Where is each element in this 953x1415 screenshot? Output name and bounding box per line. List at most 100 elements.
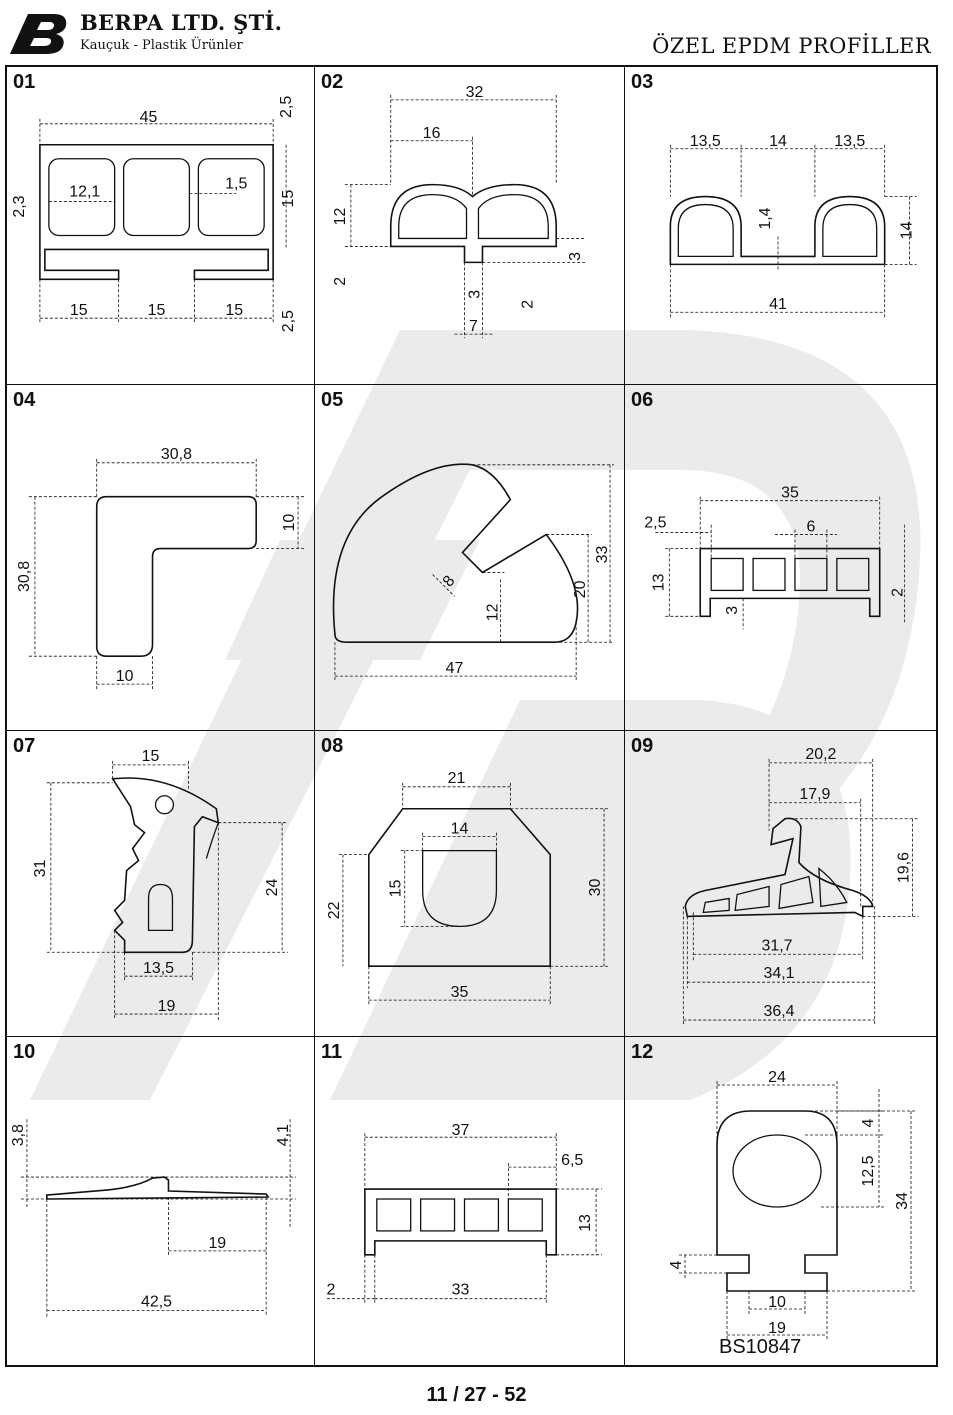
company-tagline: Kauçuk - Plastik Ürünler [80,38,243,53]
profile-number: 06 [631,389,654,411]
dim-label: 41 [769,296,787,313]
dim-label: 4,1 [275,1124,292,1146]
dim-label: 42,5 [141,1294,172,1311]
profile-cell-12: 12 24 4 12,5 34 4 10 19 BS10847 [625,1037,938,1365]
dim-label: 19,6 [896,852,913,883]
dim-label: 6 [806,519,815,536]
profile-cell-09: 09 20,2 17,9 19,6 31,7 34,1 36,4 [625,731,938,1037]
dim-label: 3 [567,252,584,261]
profile-cell-02: 02 32 16 12 2 3 3 2 7 [315,67,625,385]
dim-label: 47 [446,660,464,677]
dim-label: 6,5 [561,1152,583,1169]
profile-cell-08: 08 21 14 15 22 30 35 [315,731,625,1037]
profile-number: 01 [13,71,36,93]
dim-label: 32 [466,84,484,101]
company-name: BERPA LTD. ŞTİ. [80,10,283,35]
dim-label: 15 [388,879,405,897]
dim-label: 35 [451,984,469,1001]
profile-number: 11 [321,1041,343,1063]
dim-label: 19 [158,998,176,1015]
dim-label: 24 [264,878,281,896]
dim-label: 15 [225,302,243,319]
dim-label: 8 [440,573,459,591]
profile-drawing-11: 37 6,5 13 2 33 [327,1122,603,1305]
dim-label: 21 [448,770,466,787]
dim-label: 19 [208,1235,226,1252]
profile-number: 05 [321,389,344,411]
dim-label: 30 [587,878,604,896]
dim-label: 12 [332,208,349,226]
profile-drawing-08: 21 14 15 22 30 35 [326,770,611,1007]
dim-label: 2,5 [278,96,295,118]
profile-cell-11: 12 11 37 6,5 13 2 33 [315,1037,625,1365]
dim-label: 24 [768,1069,786,1086]
dim-label: 2 [332,277,349,286]
profile-number: 04 [13,389,36,411]
profile-drawing-05: 33 20 12 8 47 [332,463,615,683]
dim-label: 34,1 [763,965,794,982]
dim-label: 3,8 [10,1124,27,1146]
profile-drawing-12: 24 4 12,5 34 4 10 19 [668,1069,917,1341]
profile-cell-05: 05 33 20 12 8 47 [315,385,625,731]
dim-label: 1,5 [225,176,247,193]
profile-cell-07: 07 15 31 24 13,5 19 [7,731,315,1037]
dim-label: 3 [466,290,483,299]
profile-drawing-03: 13,5 14 13,5 1,4 14 41 [669,133,917,319]
dim-label: 31,7 [761,937,792,954]
dim-label: 13 [650,573,667,591]
profile-cell-10: 10 3,8 4,1 19 42,5 [7,1037,315,1365]
dim-label: 33 [594,546,611,564]
dim-label: 20,2 [805,746,836,763]
dim-label: 4 [668,1260,685,1269]
dim-label: 36,4 [763,1003,794,1020]
dim-label: 37 [452,1122,470,1139]
dim-label: 2,5 [280,310,297,332]
dim-label: 10 [116,668,134,685]
dim-label: 15 [70,302,88,319]
dim-label: 17,9 [799,786,830,803]
profile-drawing-10: 3,8 4,1 19 42,5 [10,1119,297,1317]
dim-label: 31 [32,860,49,878]
profile-cell-03: 03 13,5 14 13,5 1,4 14 41 [625,67,938,385]
dim-label: 30,8 [161,446,192,463]
dim-label: 4 [860,1118,877,1127]
catalog-title: ÖZEL EPDM PROFİLLER [652,34,931,58]
profiles-grid [5,65,938,1367]
profile-number: 03 [631,71,654,93]
dim-label: 3 [724,606,741,615]
profile-cell-04: 04 30,8 10 30,8 10 [7,385,315,731]
berpa-logo-icon [10,14,67,54]
dim-label: 16 [423,125,441,142]
dim-label: 1,4 [757,207,774,229]
dim-label: 10 [281,514,298,532]
dim-label: 2 [890,588,907,597]
dim-label: 13,5 [143,960,174,977]
dim-label: 34 [894,1192,911,1210]
profile-drawing-07: 15 31 24 13,5 19 [32,748,289,1021]
dim-label: 7 [469,318,478,335]
profile-number: 10 [13,1041,36,1063]
page-number: 11 / 27 - 52 [426,1384,527,1406]
dim-label: 2 [519,300,536,309]
profile-number: 09 [631,735,654,757]
dim-label: 22 [326,901,343,919]
profile-number: 12 [631,1041,654,1063]
profile-cell-06: 06 35 2,5 6 13 3 2 [625,385,938,731]
dim-label: 14 [769,133,787,150]
dim-label: 35 [781,485,799,502]
profile-drawing-02: 32 16 12 2 3 3 2 7 [332,84,587,339]
profile-drawing-06: 35 2,5 6 13 3 2 [644,485,907,630]
dim-label: 12,5 [860,1155,877,1186]
dim-label: 13,5 [834,133,865,150]
profile-number: 02 [321,71,344,93]
dim-label: 30,8 [16,561,33,592]
dim-label: 13 [577,1214,594,1232]
dim-label: 10 [768,1294,786,1311]
dim-label: 15 [280,190,297,208]
profile-number: 08 [321,735,344,757]
dim-label: 2,3 [11,195,28,217]
dim-label: 12,1 [69,184,100,201]
dim-label: 2,5 [644,515,666,532]
dim-label: 45 [140,109,158,126]
dim-label: 15 [142,748,160,765]
